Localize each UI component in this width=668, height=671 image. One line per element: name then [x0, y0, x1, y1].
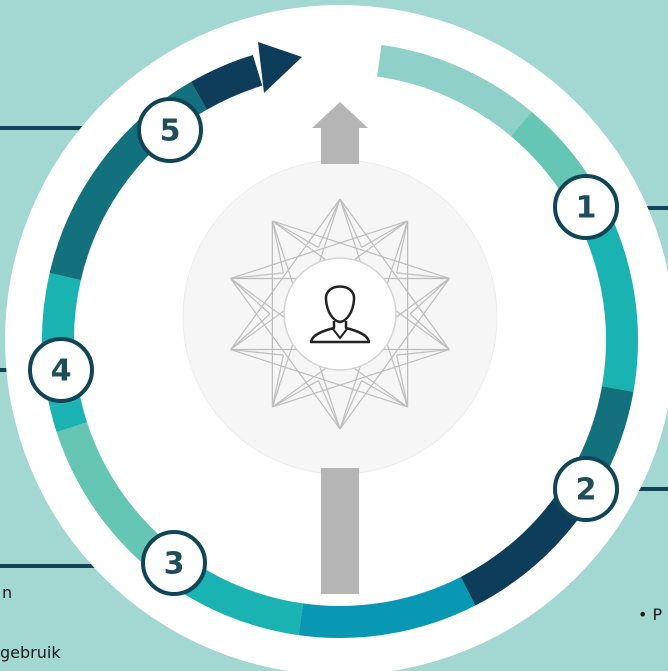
ring-segment-9 [49, 399, 88, 433]
step-badge-1[interactable]: 1 [553, 174, 619, 240]
step-number: 5 [160, 114, 181, 149]
step-number: 4 [51, 354, 72, 389]
ring-segment-6 [298, 576, 476, 638]
upward-arrow-icon [312, 102, 368, 594]
step-number: 3 [164, 547, 185, 582]
step-badge-4[interactable]: 4 [28, 337, 94, 403]
person-icon [283, 257, 397, 371]
step-number: 2 [576, 473, 597, 508]
ring-segment-1 [376, 44, 532, 137]
ring-arrowhead-icon [258, 42, 302, 93]
step-number: 1 [576, 191, 597, 226]
step-badge-5[interactable]: 5 [137, 97, 203, 163]
step-badge-3[interactable]: 3 [141, 530, 207, 596]
right-bullet-fragment: • P [638, 605, 663, 624]
step-badge-2[interactable]: 2 [553, 456, 619, 522]
ring-segment-12 [191, 55, 263, 110]
left-text-fragment: gebruik [0, 643, 61, 662]
left-text-fragment: n [2, 583, 13, 602]
